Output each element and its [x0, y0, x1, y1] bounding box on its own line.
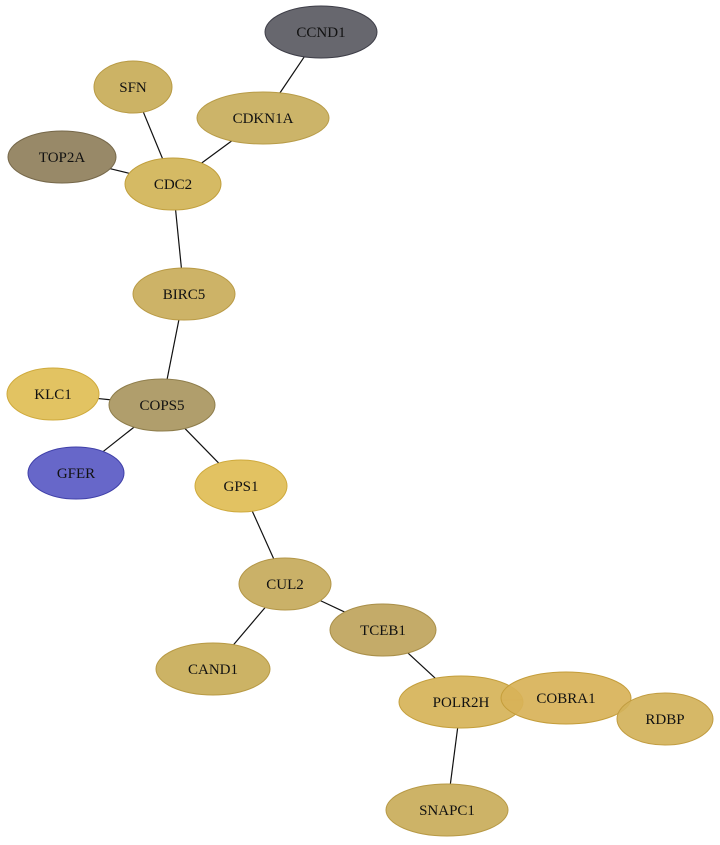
node-polr2h[interactable]: POLR2H — [398, 675, 524, 729]
node-top2a[interactable]: TOP2A — [7, 130, 117, 184]
node-shape — [6, 367, 100, 421]
node-label: CDKN1A — [233, 111, 294, 127]
edge-sfn-cdc2 — [142, 111, 164, 159]
node-cops5[interactable]: COPS5 — [108, 378, 216, 432]
node-shape — [500, 671, 632, 725]
node-shape — [93, 60, 173, 114]
node-shape — [27, 446, 125, 500]
node-label: SNAPC1 — [419, 803, 475, 819]
node-shape — [196, 91, 330, 145]
node-gps1[interactable]: GPS1 — [194, 459, 288, 513]
node-shape — [155, 642, 271, 696]
node-birc5[interactable]: BIRC5 — [132, 267, 236, 321]
node-cdc2[interactable]: CDC2 — [124, 157, 222, 211]
node-label: SFN — [119, 80, 147, 96]
node-cand1[interactable]: CAND1 — [155, 642, 271, 696]
node-label: KLC1 — [34, 387, 72, 403]
node-cul2[interactable]: CUL2 — [238, 557, 332, 611]
node-label: CAND1 — [188, 662, 238, 678]
node-shape — [7, 130, 117, 184]
node-label: COBRA1 — [536, 691, 595, 707]
edge-cul2-cand1 — [233, 607, 266, 646]
node-shape — [108, 378, 216, 432]
edge-cops5-gps1 — [184, 428, 220, 464]
node-klc1[interactable]: KLC1 — [6, 367, 100, 421]
node-cobra1[interactable]: COBRA1 — [500, 671, 632, 725]
node-shape — [238, 557, 332, 611]
node-ccnd1[interactable]: CCND1 — [264, 5, 378, 59]
node-shape — [385, 783, 509, 837]
node-gfer[interactable]: GFER — [27, 446, 125, 500]
node-label: GFER — [57, 466, 95, 482]
node-label: CUL2 — [266, 577, 304, 593]
node-label: GPS1 — [223, 479, 258, 495]
node-shape — [124, 157, 222, 211]
edge-tceb1-polr2h — [407, 652, 436, 679]
node-tceb1[interactable]: TCEB1 — [329, 603, 437, 657]
node-shape — [132, 267, 236, 321]
node-shape — [264, 5, 378, 59]
node-label: BIRC5 — [163, 287, 206, 303]
edge-polr2h-snapc1 — [449, 727, 459, 785]
edge-ccnd1-cdkn1a — [279, 56, 305, 94]
node-shape — [194, 459, 288, 513]
node-rdbp[interactable]: RDBP — [616, 692, 714, 746]
node-cdkn1a[interactable]: CDKN1A — [196, 91, 330, 145]
edge-cul2-tceb1 — [320, 600, 345, 613]
node-shape — [616, 692, 714, 746]
node-label: CCND1 — [296, 25, 345, 41]
node-shape — [329, 603, 437, 657]
node-label: TOP2A — [39, 150, 86, 166]
edge-cops5-gfer — [102, 426, 135, 453]
node-sfn[interactable]: SFN — [93, 60, 173, 114]
node-label: POLR2H — [433, 695, 490, 711]
edge-top2a-cdc2 — [110, 168, 130, 174]
edge-cdkn1a-cdc2 — [201, 140, 233, 164]
node-snapc1[interactable]: SNAPC1 — [385, 783, 509, 837]
edge-cdc2-birc5 — [174, 209, 183, 269]
node-label: TCEB1 — [360, 623, 406, 639]
node-label: RDBP — [645, 712, 684, 728]
node-label: CDC2 — [154, 177, 192, 193]
edge-birc5-cops5 — [166, 319, 180, 380]
node-label: COPS5 — [139, 398, 184, 414]
edge-gps1-cul2 — [251, 510, 275, 560]
edge-klc1-cops5 — [98, 397, 111, 401]
